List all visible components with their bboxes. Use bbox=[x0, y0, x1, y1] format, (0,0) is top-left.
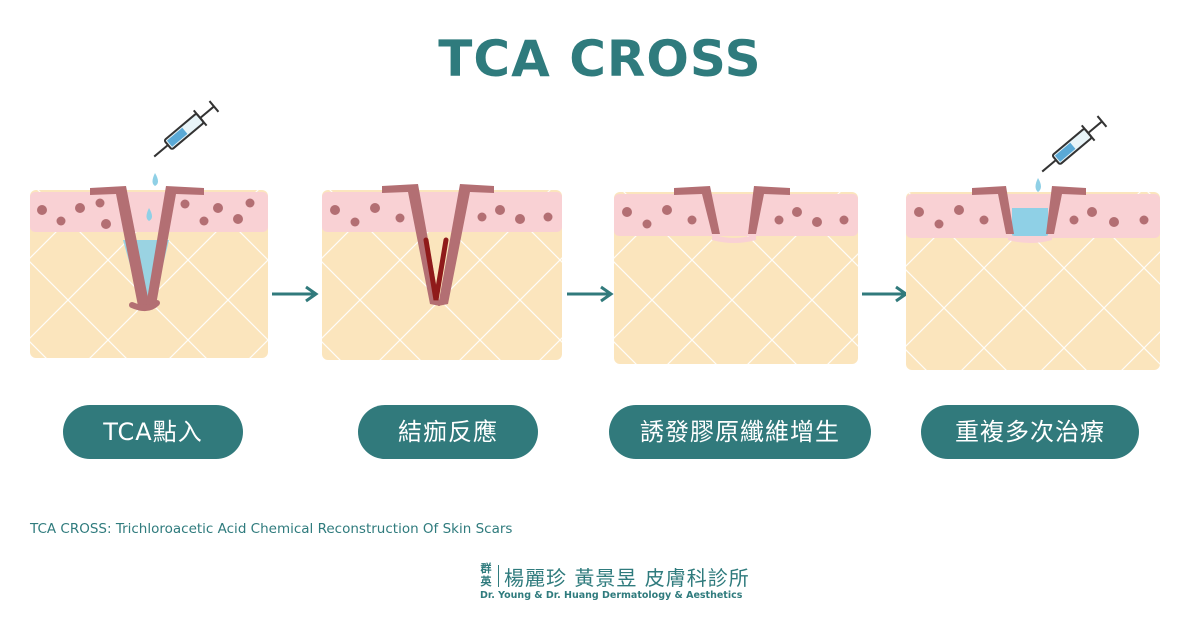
skin-panel-1 bbox=[30, 100, 268, 358]
clinic-name: 楊麗珍 黃景昱 皮膚科診所 bbox=[504, 566, 750, 590]
skin-panel-4 bbox=[906, 115, 1160, 370]
syringe-icon bbox=[153, 100, 220, 158]
clinic-logo: 群英 楊麗珍 黃景昱 皮膚科診所 Dr. Young & Dr. Huang D… bbox=[478, 562, 750, 608]
step-label-1: TCA點入 bbox=[63, 405, 243, 459]
skin-panel-2 bbox=[322, 184, 562, 360]
syringe-icon bbox=[1041, 115, 1108, 173]
step-label-3: 誘發膠原纖維增生 bbox=[609, 405, 871, 459]
logo-divider bbox=[498, 565, 499, 587]
arrow-icon bbox=[272, 285, 319, 303]
step-label-2: 結痂反應 bbox=[358, 405, 538, 459]
page-title: TCA CROSS bbox=[438, 30, 762, 88]
footnote: TCA CROSS: Trichloroacetic Acid Chemical… bbox=[30, 521, 513, 537]
arrow-icon bbox=[567, 285, 614, 303]
clinic-subtitle: Dr. Young & Dr. Huang Dermatology & Aest… bbox=[480, 590, 743, 601]
step-label-4: 重複多次治療 bbox=[921, 405, 1139, 459]
skin-panel-3 bbox=[614, 186, 858, 364]
clinic-mark: 群英 bbox=[480, 562, 492, 588]
